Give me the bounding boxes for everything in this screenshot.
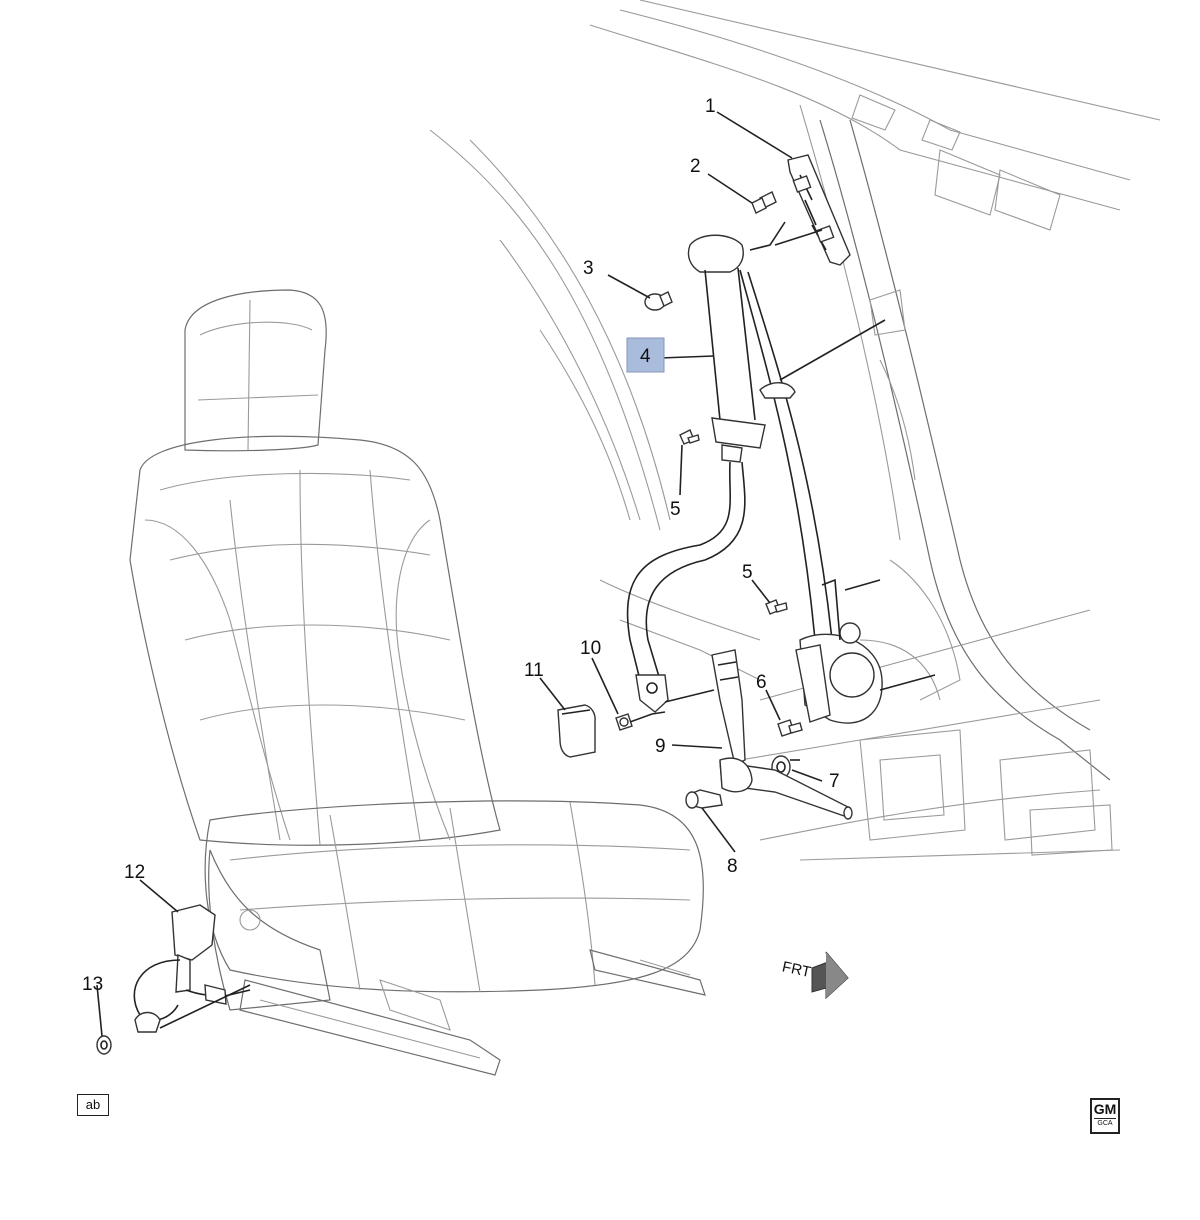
callout-4: 4 [640,346,651,367]
view-tag: ab [77,1094,109,1116]
alignment-lines [159,221,936,1029]
callout-9: 9 [655,736,666,757]
gm-logo: GM GCA [1090,1098,1120,1134]
part-13-nut [96,1035,112,1055]
part-4-seat-belt [626,234,883,724]
part-8-bolt [685,789,723,809]
part-10-bolt [615,713,633,731]
leader-lines [96,111,823,1037]
part-3-guide-bolt [644,291,673,311]
front-label: FRT [781,958,813,981]
callout-3: 3 [583,258,594,279]
callout-10: 10 [580,638,601,659]
callout-1: 1 [705,96,716,117]
part-6-bolt [777,719,803,737]
callout-12: 12 [124,862,145,883]
callout-2: 2 [690,156,701,177]
front-direction-indicator: FRT [781,951,849,1000]
part-11-cover [557,704,596,758]
callout-8: 8 [727,856,738,877]
part-5b-bolt [765,599,788,615]
part-12-buckle [133,904,227,1033]
callout-5-upper: 5 [670,499,681,520]
callout-7: 7 [829,771,840,792]
part-5a-bolt [679,429,700,445]
callout-6: 6 [756,672,767,693]
callout-5-lower: 5 [742,562,753,583]
callout-11: 11 [524,660,544,681]
part-2-bolt [751,191,777,214]
part-9-lower-anchor [711,649,853,820]
front-seat [129,289,706,1076]
callout-labels: 1 2 3 4 5 5 6 7 8 9 10 11 12 13 [82,96,840,995]
callout-4-highlight [626,337,665,373]
gm-logo-line2: GCA [1094,1118,1116,1128]
callout-13: 13 [82,974,103,995]
gm-logo-line1: GM [1093,1101,1117,1117]
